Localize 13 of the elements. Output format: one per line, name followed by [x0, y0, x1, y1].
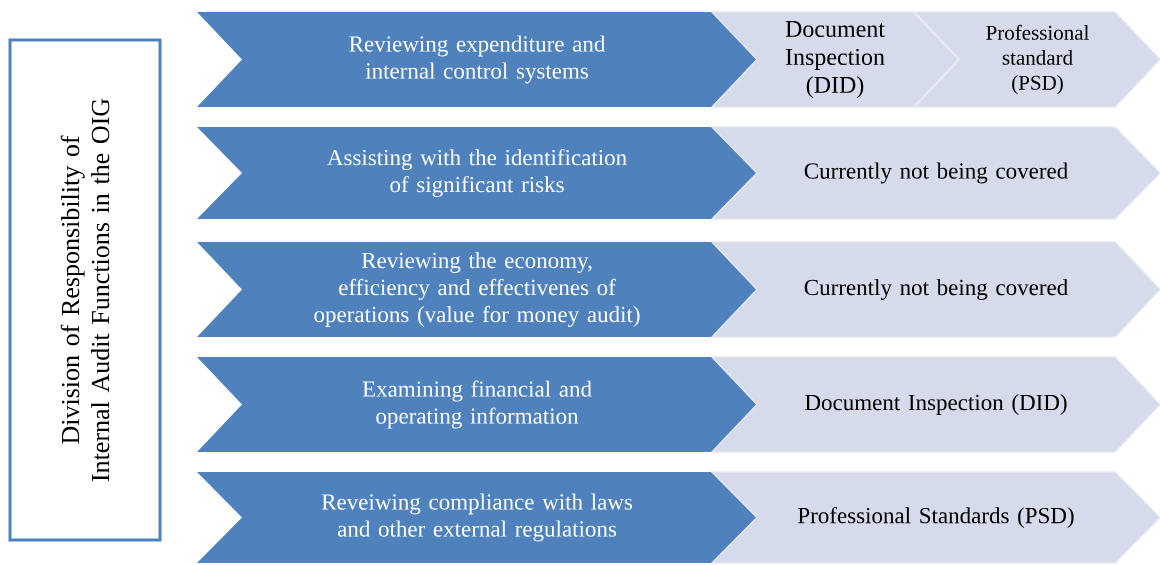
node-label: Professional standard (PSD)	[986, 24, 1089, 95]
process-box: Examining financial and operating information	[197, 357, 757, 452]
process-box: Currently not being covered	[710, 241, 1160, 338]
process-box: Currently not being covered	[710, 126, 1160, 220]
title-box: Division of Responsibility of Internal Audit Functions in the OIG	[8, 38, 162, 542]
process-box: Professional standard (PSD)	[913, 11, 1160, 108]
process-box: Reviewing expenditure and internal control systems	[197, 12, 757, 107]
process-box: Professional Standards (PSD)	[710, 471, 1160, 564]
process-box: Document Inspection (DID)	[710, 11, 960, 108]
process-box: Document Inspection (DID)	[710, 356, 1160, 453]
process-box: Reveiwing compliance with laws and other external regulations	[197, 472, 757, 563]
process-box: Assisting with the identification of significant risks	[197, 127, 757, 219]
process-box: Reviewing the economy, efficiency and effectivenes of operations (value for money audit)	[197, 242, 757, 337]
